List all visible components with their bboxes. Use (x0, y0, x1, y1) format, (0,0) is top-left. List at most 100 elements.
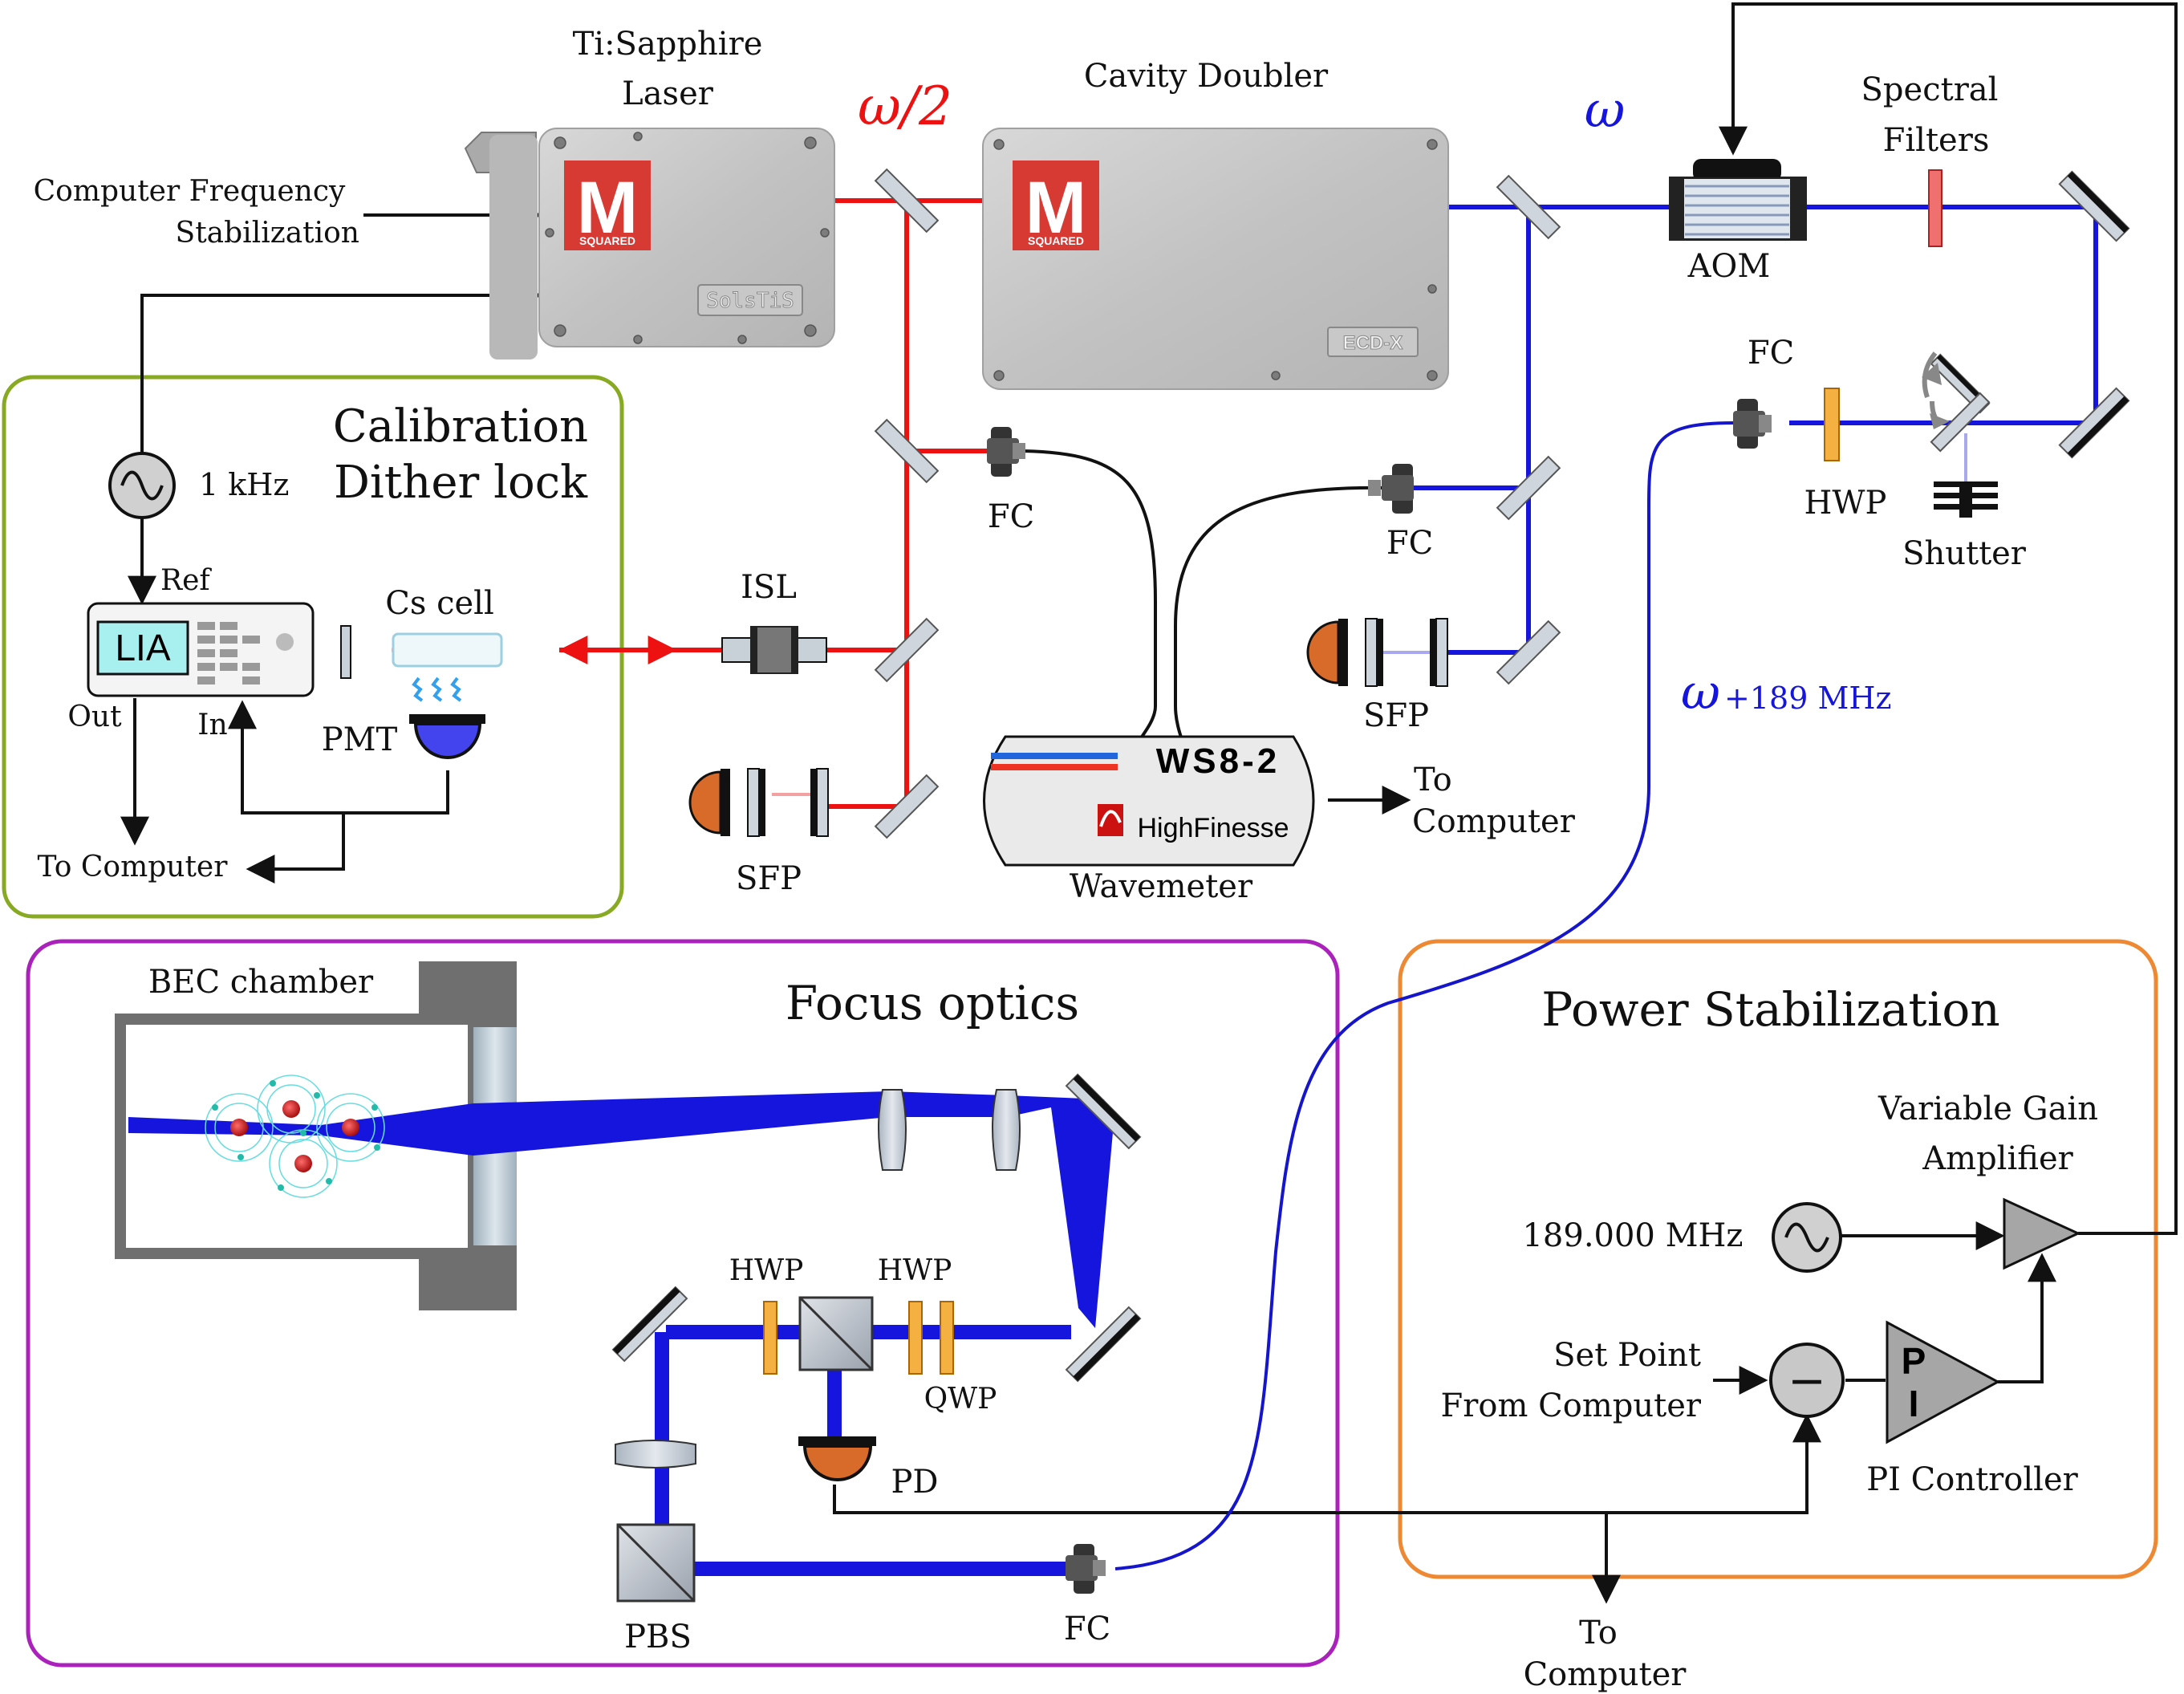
fiber-coupler-blue (1368, 464, 1414, 514)
fiber-coupler-top-right (1733, 399, 1772, 449)
focus-mirrors (611, 1073, 1142, 1383)
shutter-label: Shutter (1902, 535, 2027, 572)
hwp-a (763, 1301, 777, 1375)
ref-label: Ref (160, 564, 212, 597)
cavity-doubler: M SQUARED ECD-X (982, 128, 1449, 390)
omega-shift-label: ω +189 MHz (1681, 664, 1892, 721)
steering-mirrors (1922, 170, 2130, 459)
wm-to-computer-2: Computer (1412, 803, 1576, 840)
calibration-title-1: Calibration (333, 400, 588, 453)
bec-chamber-label: BEC chamber (148, 964, 374, 1001)
vga-label-2: Amplifier (1922, 1140, 2073, 1177)
lia-label: LIA (115, 627, 170, 668)
wm-to-computer-1: To (1414, 762, 1452, 798)
bottom-to-label: To (1579, 1615, 1618, 1651)
doubler-logo-squared: SQUARED (1028, 234, 1084, 247)
highfinesse-brand: HighFinesse (1138, 813, 1289, 843)
fc-bottom-label: FC (1064, 1611, 1110, 1647)
power-stabilization-title: Power Stabilization (1541, 982, 1999, 1037)
qwp (940, 1301, 954, 1375)
sfp-red (688, 768, 829, 837)
aom (1669, 159, 1807, 241)
m-squared-logo (564, 160, 651, 250)
freq-189-label: 189.000 MHz (1522, 1217, 1743, 1254)
qwp-label: QWP (924, 1383, 997, 1416)
pd-label: PD (891, 1464, 939, 1501)
wavemeter-model: WS8-2 (1156, 741, 1280, 781)
pmt (409, 714, 485, 759)
laser-logo-m: M (577, 167, 639, 249)
isolator (721, 626, 827, 674)
out-label: Out (67, 701, 122, 733)
subtractor-sign: — (1791, 1361, 1823, 1399)
fiber-coupler-red (987, 427, 1025, 477)
omega-half-label: ω/2 (858, 75, 952, 137)
aom-label: AOM (1687, 248, 1771, 285)
cal-mirror (340, 625, 351, 679)
cavity-doubler-title: Cavity Doubler (1084, 58, 1329, 95)
pi-letter-i: I (1909, 1383, 1919, 1424)
calibration-title-2: Dither lock (334, 457, 588, 509)
setpoint-label-2: From Computer (1441, 1387, 1702, 1424)
shutter (1934, 481, 1998, 518)
omega-label: ω (1585, 80, 1626, 139)
cfs-label-2: Stabilization (176, 217, 359, 250)
variable-gain-amplifier (2003, 1197, 2081, 1270)
cs-cell-label: Cs cell (385, 585, 494, 622)
ecdx-badge: ECD-X (1343, 332, 1403, 354)
spectral-filters-label-1: Spectral (1861, 71, 1999, 108)
hwp-top-label: HWP (1804, 485, 1887, 522)
laser-title-1: Ti:Sapphire (573, 26, 763, 63)
fiber-coupler-bottom (1066, 1544, 1106, 1594)
oscillator-189mhz (1772, 1202, 1842, 1273)
bottom-computer-label: Computer (1524, 1656, 1687, 1693)
focus-optics-box (26, 939, 1340, 1668)
laser-logo-squared: SQUARED (579, 234, 635, 247)
fc-top-right-label: FC (1748, 335, 1794, 372)
cs-cell (392, 632, 503, 668)
subtractor (1769, 1343, 1845, 1418)
focus-optics-title: Focus optics (786, 976, 1079, 1030)
vga-label-1: Variable Gain (1878, 1091, 2098, 1127)
sfp-red-label: SFP (736, 860, 802, 897)
pmt-label: PMT (322, 721, 398, 758)
hwp-a-label: HWP (729, 1254, 804, 1287)
isl-label: ISL (741, 569, 797, 606)
pi-letter-p: P (1902, 1340, 1926, 1382)
lower-lens (615, 1440, 696, 1469)
laser-title-2: Laser (622, 75, 714, 112)
pbs-label: PBS (624, 1619, 692, 1655)
fc-red-label: FC (988, 498, 1034, 535)
sfp-blue-label: SFP (1363, 697, 1429, 734)
hwp-b (908, 1301, 923, 1375)
in-label: In (197, 709, 227, 741)
photodiode (798, 1436, 876, 1481)
lock-in-amplifier (87, 602, 315, 697)
wavemeter (983, 735, 1315, 867)
beamsplitter-plates (874, 168, 1561, 839)
hwp-b-label: HWP (878, 1254, 952, 1287)
doubler-logo-m: M (1025, 167, 1087, 249)
wavemeter-label: Wavemeter (1070, 868, 1253, 905)
upper-lenses (878, 1089, 1021, 1171)
power-stabilization-box (1398, 939, 2158, 1579)
spectral-filters-label-2: Filters (1883, 122, 1990, 159)
solstis-badge: SolsTiS (706, 289, 794, 313)
pi-controller (1886, 1320, 2001, 1444)
freq-1khz-label: 1 kHz (199, 467, 289, 502)
setpoint-label-1: Set Point (1553, 1337, 1701, 1374)
spectral-filter (1928, 169, 1942, 247)
sfp-blue (1306, 618, 1448, 687)
to-computer-cal: To Computer (38, 851, 229, 884)
pi-controller-label: PI Controller (1866, 1461, 2078, 1498)
fluorescence-arrows (412, 676, 462, 702)
oscillator-1khz (108, 452, 176, 519)
atom-cloud (205, 1074, 385, 1198)
ti-sapphire-laser: M SQUARED SolsTiS (464, 128, 835, 360)
fc-blue-label: FC (1386, 525, 1433, 562)
cfs-label-1: Computer Frequency (34, 175, 346, 208)
blue-optical-fiber (1114, 421, 1734, 1570)
hwp-top (1824, 388, 1840, 461)
